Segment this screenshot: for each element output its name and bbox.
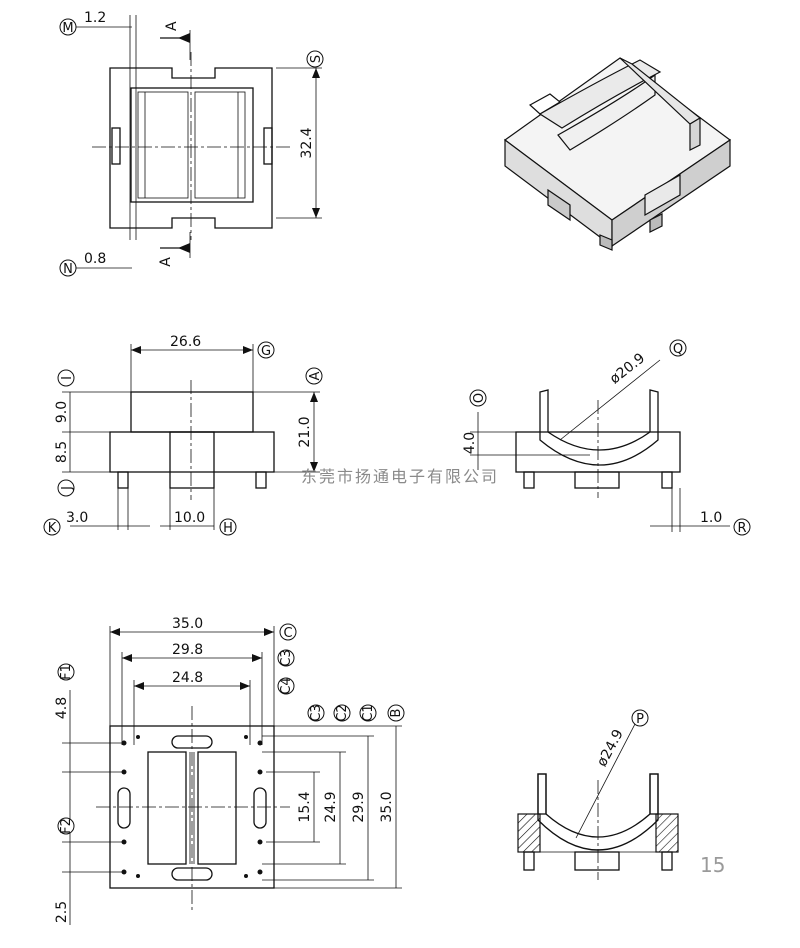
label-p: P [636,712,644,727]
side-view: ø20.9 Q 4.0 O 1.0 R [462,339,751,536]
top-view: M 1.2 A 32.4 S A [59,10,324,277]
label-r: R [737,521,746,536]
label-circle-c3 [277,649,295,667]
dim-depth-4-0: 4.0 [462,432,478,454]
label-b: B [389,709,404,718]
label-circle-h [219,518,237,536]
label-s: S [309,55,324,63]
dim-pin-1-0: 1.0 [700,510,722,526]
label-f2: F2 [59,818,74,834]
dim-upper-9-0: 9.0 [54,401,70,423]
label-circle-g [257,341,275,359]
label-n: N [63,262,73,277]
dim-15-4: 15.4 [297,791,313,822]
label-h: H [223,521,233,536]
label-circle-c4 [277,677,295,695]
label-circle-i [57,369,75,387]
dim-diameter-24-9: ø24.9 [594,727,627,770]
label-circle-r [733,518,751,536]
label-series-0: C3 [309,704,324,721]
front-base [109,431,275,473]
label-circle-q [669,339,687,357]
label-circle-j [57,479,75,497]
label-q: Q [673,342,683,357]
label-circle-f2 [57,817,75,835]
dim-lower-8-5: 8.5 [54,441,70,463]
dim-pin-3-0: 3.0 [66,510,88,526]
company-watermark: 东莞市扬通电子有限公司 [301,467,499,486]
label-circle-o [469,389,487,407]
front-view: 26.6 G 9.0 8.5 I J 21.0 A [43,334,323,536]
dim-left-2-5: 2.5 [54,901,70,923]
dim-mid-29-8: 29.8 [172,642,203,658]
label-c: C [283,626,292,641]
label-circle-c [279,623,297,641]
label-j: J [60,486,75,491]
label-o: O [472,393,487,403]
label-circle-a [305,367,323,385]
section-a-top: A [164,21,180,31]
dim-24-9: 24.9 [323,791,339,822]
top-inner-frame [130,87,254,203]
label-circle-b [387,704,405,722]
label-series-2: C1 [361,704,376,721]
label-circle-f1 [57,663,75,681]
dim-inner-24-8: 24.8 [172,670,203,686]
bottom-view: 35.0 C 29.8 C3 24.8 C4 [54,616,405,925]
dim-m: 1.2 [84,10,106,26]
label-circle-c1 [359,704,377,722]
label-a: A [308,371,323,380]
label-i: I [60,376,75,380]
isometric-view [503,57,732,251]
dim-outer-35-0: 35.0 [172,616,203,632]
dim-left-4-8: 4.8 [54,697,70,719]
label-m: M [62,21,73,36]
label-k: K [48,521,57,536]
dim-n: 0.8 [84,251,106,267]
label-circle-k [43,518,61,536]
front-upper-body [130,391,254,433]
dim-height-32-4: 32.4 [299,127,315,158]
top-body-outline [109,67,273,229]
dim-29-9: 29.9 [351,791,367,822]
label-circle-c3b [307,704,325,722]
label-g: G [261,344,271,359]
label-circle-s [306,50,324,68]
label-circle-c2 [333,704,351,722]
label-c4: C4 [279,677,294,694]
section-view: ø24.9 P [517,709,679,880]
pin-holes [121,735,263,878]
dim-center-10-0: 10.0 [174,510,205,526]
dim-diameter-20-9: ø20.9 [607,350,648,387]
dim-35-0-vertical: 35.0 [379,791,395,822]
label-circle-p [631,709,649,727]
dim-total-21-0: 21.0 [297,416,313,447]
page-number: 15 [700,853,725,877]
label-c3: C3 [279,649,294,666]
label-series-1: C2 [335,704,350,721]
side-cradle [539,389,659,466]
label-f1: F1 [59,664,74,680]
section-a-bottom: A [158,257,174,267]
dim-width-26-6: 26.6 [170,334,201,350]
